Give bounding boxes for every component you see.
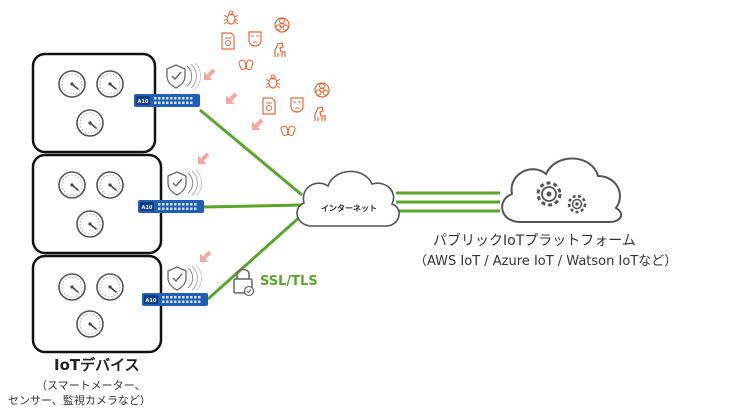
cloud-icon (296, 170, 400, 227)
infected-file-icon (221, 32, 235, 50)
gateway-device: A10 (138, 200, 204, 213)
trojan-horse-icon (274, 42, 286, 58)
shield-icon (167, 264, 203, 292)
arrow-icon (193, 149, 213, 169)
bug-icon (265, 74, 281, 89)
gauge-icon (96, 70, 124, 98)
gateway-badge: A10 (138, 99, 149, 105)
gateway-badge: A10 (146, 298, 157, 304)
arrow-icon (221, 89, 241, 109)
biohazard-icon (274, 17, 290, 33)
gauge-icon (96, 171, 124, 199)
shield-icon (166, 62, 202, 90)
device-box (31, 254, 163, 354)
gear-icon (536, 181, 562, 207)
iot-device-2: A10 (31, 153, 204, 255)
iot-devices-subtitle-2: センサー、監視カメラなど） (8, 394, 151, 407)
trojan-horse-icon (314, 106, 326, 122)
ssl-tls-label: SSL/TLS (260, 274, 318, 289)
link-device2-internet (203, 203, 303, 209)
gauge-icon (58, 273, 86, 301)
threat-icons-middle (262, 74, 330, 137)
lock-icon (233, 268, 255, 297)
link-device1-internet (199, 108, 303, 197)
internet-label: インターネット (321, 203, 377, 213)
shield-icon (167, 169, 203, 197)
bug-icon (223, 10, 239, 25)
iot-device-1: A10 (31, 52, 202, 154)
gauge-icon (76, 210, 104, 238)
biohazard-icon (314, 82, 330, 98)
bomb-icon (237, 58, 255, 71)
gauge-icon (76, 310, 104, 338)
gauge-icon (76, 109, 104, 137)
platform-cloud (501, 157, 623, 223)
green-connection-lines (199, 108, 500, 301)
gear-icon (567, 194, 587, 214)
platform-title: パブリックIoTプラットフォーム (433, 233, 636, 249)
arrow-icon (247, 115, 267, 135)
gauge-icon (58, 171, 86, 199)
attack-arrows (193, 65, 267, 267)
iot-device-3: A10 (31, 254, 208, 354)
gateway-device: A10 (134, 94, 200, 107)
hacker-mask-icon (290, 97, 304, 113)
arrow-icon (195, 247, 215, 267)
iot-devices-title: IoTデバイス (54, 356, 140, 374)
cloud-icon (501, 157, 623, 223)
gauge-icon (58, 70, 86, 98)
arrow-icon (199, 65, 219, 85)
bomb-icon (279, 124, 297, 137)
gauge-icon (96, 273, 124, 301)
infected-file-icon (262, 97, 276, 115)
platform-subtitle: （AWS IoT / Azure IoT / Watson IoTなど） (414, 254, 678, 269)
hacker-mask-icon (248, 31, 262, 47)
iot-devices-subtitle-1: （スマートメーター、 (36, 379, 146, 392)
gateway-badge: A10 (142, 205, 153, 211)
gateway-device: A10 (142, 293, 208, 306)
link-device3-internet (207, 213, 303, 301)
threat-icons-top (221, 10, 290, 71)
internet-cloud: インターネット (296, 170, 400, 227)
